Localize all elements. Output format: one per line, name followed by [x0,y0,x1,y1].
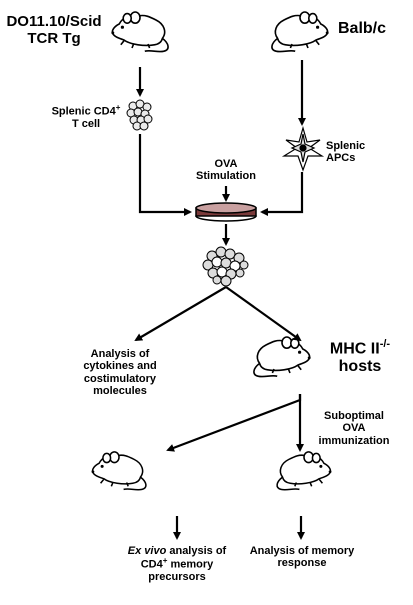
apc-line1: Splenic [326,140,366,152]
arrow-tcell-to-dish [138,134,192,216]
t-cell-cluster-icon [126,99,153,131]
cytokine-line4: molecules [93,384,147,397]
ex-vivo-line1: Ex vivo analysis of [127,545,227,557]
ex-vivo-line3: precursors [148,571,206,584]
arrow-apc-to-dish [260,172,304,216]
stimulation-line1: OVA [214,158,238,170]
hosts-line1: MHC II-/- [329,338,391,358]
cytokine-line1: Analysis of [90,348,150,360]
cell-aggregate-icon [202,246,249,287]
mouse-icon-balbc [271,11,330,53]
apc-line2: APCs [326,152,356,165]
t-cell-line2: T cell [71,117,101,130]
donor-strain-line2: TCR Tg [27,29,81,47]
arrow-hosts-to-exvivo [166,394,302,452]
apc-label: Splenic APCs [326,140,365,165]
hosts-line2: hosts [338,358,382,376]
ex-vivo-label: Ex vivo analysis of CD4+ memory precurso… [112,545,242,584]
arrow-aggregate-to-analysis [134,286,227,342]
culture-dish-icon [195,202,257,222]
cytokine-line3: costimulatory [83,372,157,385]
immunization-line2: OVA [342,422,366,435]
mouse-icon-memory [276,451,333,491]
t-cell-line1: Splenic CD4+ [51,103,121,118]
immunization-line1: Suboptimal [324,410,384,422]
mouse-icon-exvivo [90,451,147,491]
t-cell-label: Splenic CD4+ T cell [46,103,126,130]
memory-line2: response [277,557,327,570]
apc-strain-label: Balb/c [338,20,386,38]
apc-star-icon [281,125,325,172]
apc-strain-text: Balb/c [338,20,387,37]
immunization-label: Suboptimal OVA immunization [312,410,396,447]
stimulation-line2: Stimulation [196,170,256,183]
mouse-icon-host [253,336,312,378]
flow-arrows [134,60,306,540]
immunization-line3: immunization [318,434,390,447]
cytokine-line2: cytokines and [83,360,157,373]
stimulation-label: OVA Stimulation [186,158,266,183]
ex-vivo-line2: CD4+ memory [140,556,214,571]
donor-strain-line1: DO11.10/Scid [6,13,102,30]
memory-line1: Analysis of memory [249,545,355,557]
cytokine-analysis-label: Analysis of cytokines and costimulatory … [60,348,180,397]
donor-strain-label: DO11.10/Scid TCR Tg [2,13,106,48]
mouse-icon-donor [110,11,169,53]
memory-analysis-label: Analysis of memory response [242,545,362,570]
arrow-aggregate-to-hosts [225,286,302,342]
hosts-label: MHC II-/- hosts [312,338,408,376]
